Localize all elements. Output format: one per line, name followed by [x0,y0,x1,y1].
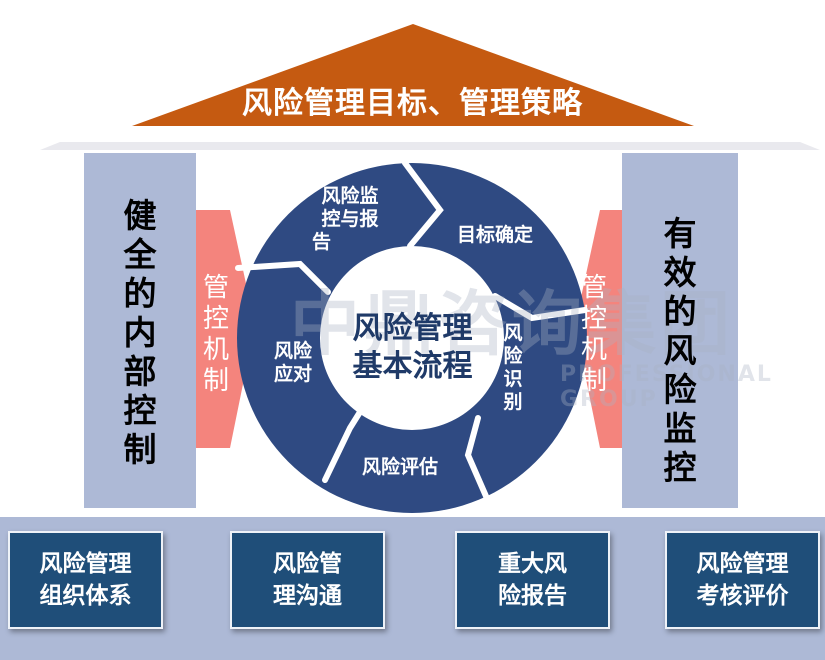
cycle-center-line-2: 基本流程 [352,349,473,384]
vertical-char: 机 [202,335,229,365]
left-control-label-text: 管控机制 [196,273,236,397]
vertical-char: 制 [202,366,229,396]
cycle-center [320,246,504,430]
roof-triangle [132,24,694,126]
vertical-char: 控 [202,304,229,334]
foundation-box-communication: 风险管 理沟通 [230,531,385,629]
vertical-char: 风 [663,331,697,370]
vertical-char: 机 [580,335,607,365]
roof [40,24,820,150]
foundation-box-organization: 风险管理 组织体系 [8,531,163,629]
vertical-char: 管 [580,273,607,303]
foundation-box-report-line-1: 重大风 [498,551,567,577]
segment-identify-label: 风 险 识 别 [500,322,526,414]
vertical-char: 制 [123,430,157,469]
right-control-arrow [575,210,622,448]
right-control-label: 管控机制 [574,273,614,397]
segment-assess-line-1: 风险评估 [361,456,438,478]
segment-respond-label: 风险 应对 [262,340,324,386]
cycle-center-line-1: 风险管理 [352,311,473,346]
foundation-box-report-line-2: 险报告 [498,583,567,609]
segment-respond-line-2: 应对 [273,363,312,385]
segment-identify-line-2: 险 [503,345,523,367]
vertical-char: 制 [580,366,607,396]
vertical-char: 部 [123,352,157,391]
left-pillar-label: 健全的内部控制 [112,196,168,469]
roof-title: 风险管理目标、管理策略 [242,86,583,121]
vertical-char: 的 [123,274,157,313]
vertical-char: 险 [663,370,697,409]
vertical-char: 健 [123,196,157,235]
divider-2 [492,293,588,322]
segment-assess-label: 风险评估 [345,456,455,479]
vertical-char: 监 [663,409,697,448]
vertical-char: 的 [663,292,697,331]
segment-respond-line-1: 风险 [273,340,312,362]
segment-goal-line-1: 目标确定 [456,224,533,246]
vertical-char: 控 [580,304,607,334]
foundation-box-communication-text: 风险管 理沟通 [253,548,363,612]
segment-monitor-label: 风险监 控与报 告 [304,185,396,254]
process-cycle [235,160,588,513]
right-control-label-text: 管控机制 [574,273,614,397]
segment-monitor-line-2: 控与报 [321,208,379,230]
segment-monitor-line-1: 风险监 [321,185,379,207]
cycle-center-label: 风险管理 基本流程 [330,310,495,386]
foundation-box-communication-line-1: 风险管 [273,551,342,577]
segment-monitor-line-3: 告 [312,231,332,253]
roof-shadow [40,142,820,150]
vertical-char: 控 [123,391,157,430]
foundation-box-organization-line-1: 风险管理 [39,551,132,577]
foundation-box-report: 重大风 险报告 [455,531,610,629]
foundation-box-organization-text: 风险管理 组织体系 [31,548,141,612]
right-pillar [622,153,738,508]
vertical-char: 控 [663,448,697,487]
divider-4 [322,409,363,483]
divider-1 [402,160,444,249]
left-pillar-label-text: 健全的内部控制 [112,196,168,469]
vertical-char: 全 [123,235,157,274]
foundation-box-evaluation-text: 风险管理 考核评价 [688,548,798,612]
foundation-box-report-text: 重大风 险报告 [478,548,588,612]
segment-identify-line-3: 识 [503,368,523,390]
foundation-box-evaluation-line-1: 风险管理 [696,551,789,577]
foundation-box-organization-line-2: 组织体系 [39,583,132,609]
left-control-label: 管控机制 [196,273,236,397]
divider-5 [235,260,331,295]
divider-3 [464,415,495,513]
vertical-char: 内 [123,313,157,352]
segment-identify-line-1: 风 [503,322,523,344]
foundation-box-communication-line-2: 理沟通 [273,583,342,609]
foundation-box-evaluation: 风险管理 考核评价 [665,531,820,629]
segment-goal-label: 目标确定 [440,224,550,247]
segment-identify-line-4: 别 [503,391,523,413]
right-pillar-label: 有效的风险监控 [652,214,708,487]
vertical-char: 有 [663,214,697,253]
right-pillar-label-text: 有效的风险监控 [652,214,708,487]
foundation-box-evaluation-line-2: 考核评价 [696,583,789,609]
vertical-char: 管 [202,273,229,303]
vertical-char: 效 [663,253,697,292]
left-pillar [84,153,196,508]
